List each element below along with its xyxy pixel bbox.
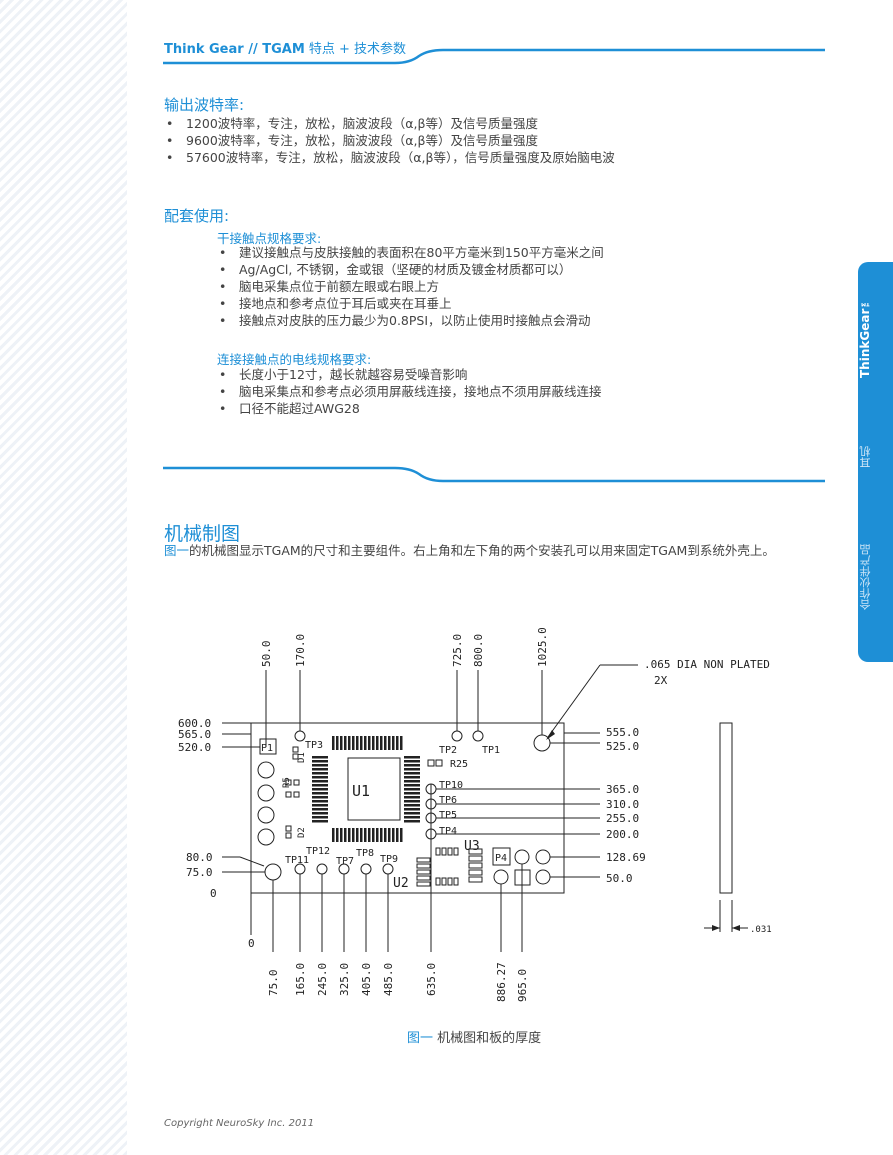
list-item: 建议接触点与皮肤接触的表面积在80平方毫米到150平方毫米之间	[219, 244, 604, 261]
list-item: 9600波特率，专注，放松，脑波波段（α,β等）及信号质量强度	[166, 132, 615, 149]
baud-list: 1200波特率，专注，放松，脑波波段（α,β等）及信号质量强度 9600波特率，…	[166, 115, 615, 166]
u1-chip	[347, 757, 401, 821]
figure-number: 图一	[407, 1031, 434, 1046]
mechanical-description: 图一的机械图显示TGAM的尺寸和主要组件。右上角和左下角的两个安装孔可以用来固定…	[164, 542, 814, 560]
side-tab-partner: 合作伙伴产品	[859, 544, 872, 610]
wire-spec-list: 长度小于12寸，越长就越容易受噪音影响 脑电采集点和参考点必须用屏蔽线连接，接地…	[219, 366, 602, 417]
label-tp11: TP11	[285, 855, 309, 866]
figure-reference: 图一	[164, 543, 190, 558]
header-divider	[163, 48, 825, 65]
dim-bottom-4: 405.0	[360, 963, 373, 996]
figure-caption-text: 机械图和板的厚度	[433, 1031, 542, 1046]
list-item: Ag/AgCl, 不锈钢，金或银（坚硬的材质及镀金材质都可以）	[219, 261, 604, 278]
label-tp4: TP4	[439, 826, 457, 837]
mechanical-drawing: 50.0 170.0 725.0 800.0 1025.0 75.0 165.0…	[178, 627, 772, 1002]
dim-top-4: 1025.0	[536, 627, 549, 667]
list-item: 1200波特率，专注，放松，脑波波段（α,β等）及信号质量强度	[166, 115, 615, 132]
list-item: 长度小于12寸，越长就越容易受噪音影响	[219, 366, 602, 383]
label-tp6: TP6	[439, 795, 457, 806]
dim-top-3: 800.0	[472, 634, 485, 667]
dim-right-2: 365.0	[606, 783, 639, 796]
dim-top-0: 50.0	[260, 641, 273, 668]
page-header: Think Gear // TGAM 特点 + 技术参数	[164, 38, 406, 57]
dim-bottom-7: 886.27	[495, 962, 508, 1002]
section-divider	[163, 466, 825, 483]
list-item: 脑电采集点位于前额左眼或右眼上方	[219, 278, 604, 295]
dim-right-5: 200.0	[606, 828, 639, 841]
label-u2: U2	[393, 876, 409, 891]
dim-bottom-5: 485.0	[382, 963, 395, 996]
list-item: 口径不能超过AWG28	[219, 400, 602, 417]
board-outline	[250, 722, 565, 894]
dim-bottom-0: 75.0	[267, 970, 280, 997]
figure-caption: 图一 机械图和板的厚度	[407, 1027, 541, 1046]
mount-hole-count: 2X	[654, 674, 668, 687]
dim-bottom-6: 635.0	[425, 963, 438, 996]
list-item: 接触点对皮肤的压力最少为0.8PSI，以防止使用时接触点会滑动	[219, 312, 604, 329]
mechanical-description-text: 的机械图显示TGAM的尺寸和主要组件。右上角和左下角的两个安装孔可以用来固定TG…	[189, 543, 775, 558]
dim-left-1: 565.0	[178, 728, 211, 741]
list-item: 脑电采集点和参考点必须用屏蔽线连接，接地点不须用屏蔽线连接	[219, 383, 602, 400]
label-tp9: TP9	[380, 854, 398, 865]
label-p4: P4	[495, 853, 507, 864]
dim-left-3: 80.0	[186, 851, 213, 864]
dim-bottom-2: 245.0	[316, 963, 329, 996]
list-item: 接地点和参考点位于耳后或夹在耳垂上	[219, 295, 604, 312]
mount-hole-bottom-left	[264, 863, 282, 881]
label-u3: U3	[464, 839, 480, 854]
header-subtitle: 特点 + 技术参数	[304, 42, 407, 57]
dim-top-2: 725.0	[451, 634, 464, 667]
baud-title: 输出波特率:	[164, 96, 245, 114]
label-tp1: TP1	[482, 745, 500, 756]
dim-left-2: 520.0	[178, 741, 211, 754]
label-tp7: TP7	[336, 856, 354, 867]
board-thickness: .031	[750, 925, 772, 935]
header-brand: Think Gear // TGAM	[164, 42, 305, 57]
dim-right-0: 555.0	[606, 726, 639, 739]
dim-bottom-3: 325.0	[338, 963, 351, 996]
dim-right-1: 525.0	[606, 740, 639, 753]
label-r25: R25	[450, 759, 468, 770]
label-tp3: TP3	[305, 740, 323, 751]
label-tp8: TP8	[356, 848, 374, 859]
label-tp10: TP10	[439, 780, 463, 791]
p4-pad	[492, 847, 511, 866]
label-d2: D2	[297, 827, 307, 838]
side-tab-earphone: 耳机	[859, 446, 872, 468]
list-item: 57600波特率，专注，放松，脑波波段（α,β等），信号质量强度及原始脑电波	[166, 149, 615, 166]
side-stripe-decoration	[0, 0, 127, 1155]
dim-right-7: 50.0	[606, 872, 633, 885]
wire-spec-title: 连接接触点的电线规格要求:	[217, 352, 372, 367]
label-tp12: TP12	[306, 846, 330, 857]
dim-bottom-8: 965.0	[516, 969, 529, 1002]
dim-right-6: 128.69	[606, 851, 646, 864]
dim-bottom-1: 165.0	[294, 963, 307, 996]
mechanical-title: 机械制图	[164, 523, 241, 545]
copyright-footer: Copyright NeuroSky Inc. 2011	[164, 1118, 315, 1129]
dim-left-6: 0	[248, 937, 255, 950]
usage-title: 配套使用:	[164, 207, 230, 225]
label-p1: P1	[261, 743, 273, 754]
dim-left-4: 75.0	[186, 866, 213, 879]
side-tab-brand: ThinkGear™	[858, 294, 872, 378]
dim-top-1: 170.0	[294, 634, 307, 667]
label-r5: R5	[282, 777, 292, 788]
side-tab: ThinkGear™ 耳机 合作伙伴产品	[858, 262, 893, 662]
label-tp5: TP5	[439, 810, 457, 821]
label-u1: U1	[352, 782, 370, 800]
dim-right-3: 310.0	[606, 798, 639, 811]
mount-hole-note: .065 DIA NON PLATED	[644, 658, 770, 671]
board-thickness-view	[719, 722, 733, 894]
label-d1: D1	[297, 752, 307, 763]
dim-right-4: 255.0	[606, 812, 639, 825]
dim-left-0: 600.0	[178, 717, 211, 730]
dry-contact-title: 干接触点规格要求:	[217, 231, 322, 246]
label-tp2: TP2	[439, 745, 457, 756]
dim-left-5: 0	[210, 887, 217, 900]
dry-contact-list: 建议接触点与皮肤接触的表面积在80平方毫米到150平方毫米之间 Ag/AgCl,…	[219, 244, 604, 329]
